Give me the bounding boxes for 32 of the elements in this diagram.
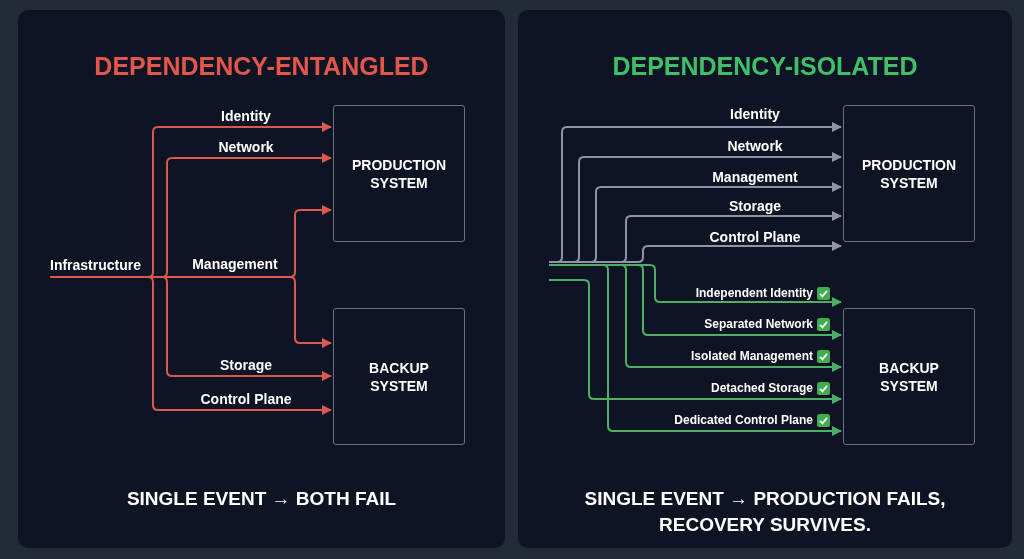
- edge-label: Isolated Management: [690, 349, 813, 363]
- system-box: PRODUCTION SYSTEM: [843, 105, 975, 242]
- arrow: [147, 276, 332, 415]
- panel-card: [18, 10, 505, 548]
- source-label: Infrastructure: [50, 257, 152, 279]
- system-box: PRODUCTION SYSTEM: [333, 105, 465, 242]
- edge-label: Management: [712, 169, 798, 185]
- arrow: [147, 122, 332, 278]
- edge-label: Network: [727, 138, 783, 154]
- edge-label: Management: [192, 256, 278, 272]
- edge-label: Storage: [219, 357, 273, 373]
- edge-label: Storage: [728, 198, 782, 214]
- arrow: [548, 241, 842, 263]
- edge-label: Independent Identity: [695, 286, 813, 300]
- edge-label: Control Plane: [200, 391, 292, 407]
- edge-label: Control Plane: [709, 229, 801, 245]
- edge-label: Identity: [221, 108, 271, 124]
- arrow: [548, 279, 842, 404]
- panel-title: DEPENDENCY-ISOLATED: [611, 52, 919, 81]
- arrow: [151, 276, 332, 381]
- panel-caption: SINGLE EVENT → BOTH FAIL: [125, 487, 398, 511]
- panel-caption: SINGLE EVENT → PRODUCTION FAILS, RECOVERY SURVIVES.: [583, 487, 947, 537]
- panel-card: [518, 10, 1012, 548]
- panel-title: DEPENDENCY-ENTANGLED: [93, 52, 430, 81]
- system-box: BACKUP SYSTEM: [333, 308, 465, 445]
- system-box: BACKUP SYSTEM: [843, 308, 975, 445]
- arrow: [548, 264, 842, 436]
- edge-label: Network: [218, 139, 274, 155]
- edge-label: Detached Storage: [710, 381, 813, 395]
- edge-label: Identity: [730, 106, 780, 122]
- edge-label: Separated Network: [704, 317, 813, 331]
- edge-label: Dedicated Control Plane: [674, 413, 813, 427]
